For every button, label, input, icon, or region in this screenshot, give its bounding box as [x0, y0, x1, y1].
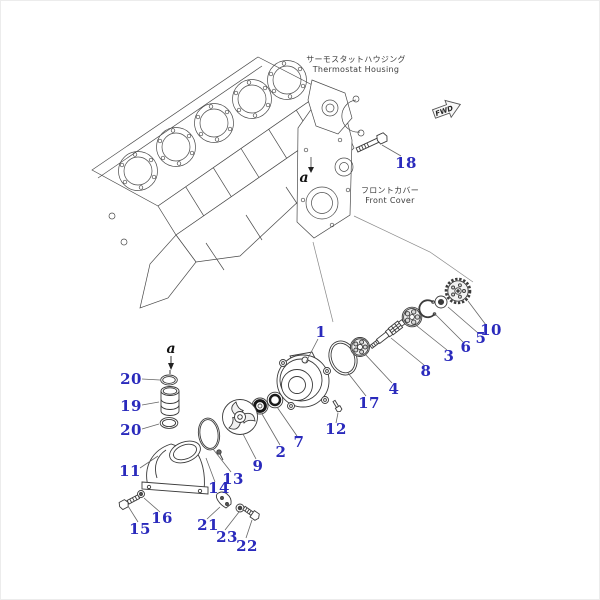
front-cover-caption-jp: フロントカバー: [360, 186, 420, 195]
thermostat-housing-art: [307, 79, 365, 137]
part-5-washer: [434, 295, 448, 309]
front-cover-caption-en: Front Cover: [365, 196, 415, 205]
leader-line-11: [139, 455, 159, 469]
leader-line-23: [224, 511, 240, 531]
leader-line-8: [390, 337, 425, 366]
leader-line-2: [261, 413, 281, 446]
leader-line-1: [305, 338, 319, 363]
section-arrow-block: [308, 157, 314, 173]
leader-line-16: [143, 497, 161, 513]
part-7-seal-ring: [266, 391, 284, 409]
leader-line-15: [127, 505, 139, 523]
part-10-gear: [444, 277, 472, 305]
part-20-oring-upper: [160, 374, 178, 386]
part-6-snap-ring: [418, 299, 437, 319]
fwd-arrow: FWD: [431, 99, 462, 119]
part-11-cover: [141, 440, 209, 495]
part-21-fitting: [215, 491, 232, 509]
leader-line-10: [467, 300, 487, 326]
leader-line-7: [276, 406, 298, 437]
part-3-rotor: [401, 306, 423, 328]
assembly-lines: [312, 215, 474, 323]
part-14-pin: [216, 449, 224, 461]
thermostat-housing-caption-en: Thermostat Housing: [312, 65, 400, 74]
part-9-impeller: [222, 399, 258, 435]
leader-line-18: [381, 144, 402, 157]
part-22-bolt: [242, 505, 260, 521]
part-19-connector: [160, 386, 180, 416]
part-15-bolt: [118, 494, 141, 511]
leader-line-20: [141, 423, 160, 430]
thermostat-housing-caption-jp: サーモスタットハウジング: [306, 55, 406, 64]
part-4-rotor: [350, 337, 370, 357]
front-cover-caption: フロントカバー Front Cover: [361, 186, 419, 206]
leader-line-3: [416, 325, 448, 351]
section-arrow-left: [168, 356, 174, 374]
leader-line-4: [364, 353, 393, 384]
part-13-oring: [197, 417, 221, 451]
leader-lines: [127, 144, 487, 539]
leader-line-20: [141, 378, 161, 381]
part-1-housing: [276, 351, 331, 410]
leader-line-5: [447, 306, 479, 334]
part-20-oring-lower: [159, 417, 179, 429]
part-16-washer: [137, 490, 145, 498]
leader-line-21: [206, 506, 221, 520]
leader-line-17: [347, 372, 367, 397]
engine-block: [91, 56, 365, 309]
leader-line-6: [433, 312, 464, 343]
part-8-shaft: [369, 319, 406, 350]
leader-line-13: [212, 448, 232, 473]
leader-line-22: [245, 519, 253, 539]
leader-line-12: [335, 412, 339, 424]
part-18-bolt: [355, 132, 388, 153]
leader-line-14: [205, 457, 216, 483]
part-23-washer: [235, 503, 245, 513]
leader-line-19: [141, 401, 160, 406]
leader-line-9: [242, 433, 257, 460]
thermostat-housing-caption: サーモスタットハウジング Thermostat Housing: [306, 55, 406, 75]
part-12-bolt: [332, 399, 343, 413]
